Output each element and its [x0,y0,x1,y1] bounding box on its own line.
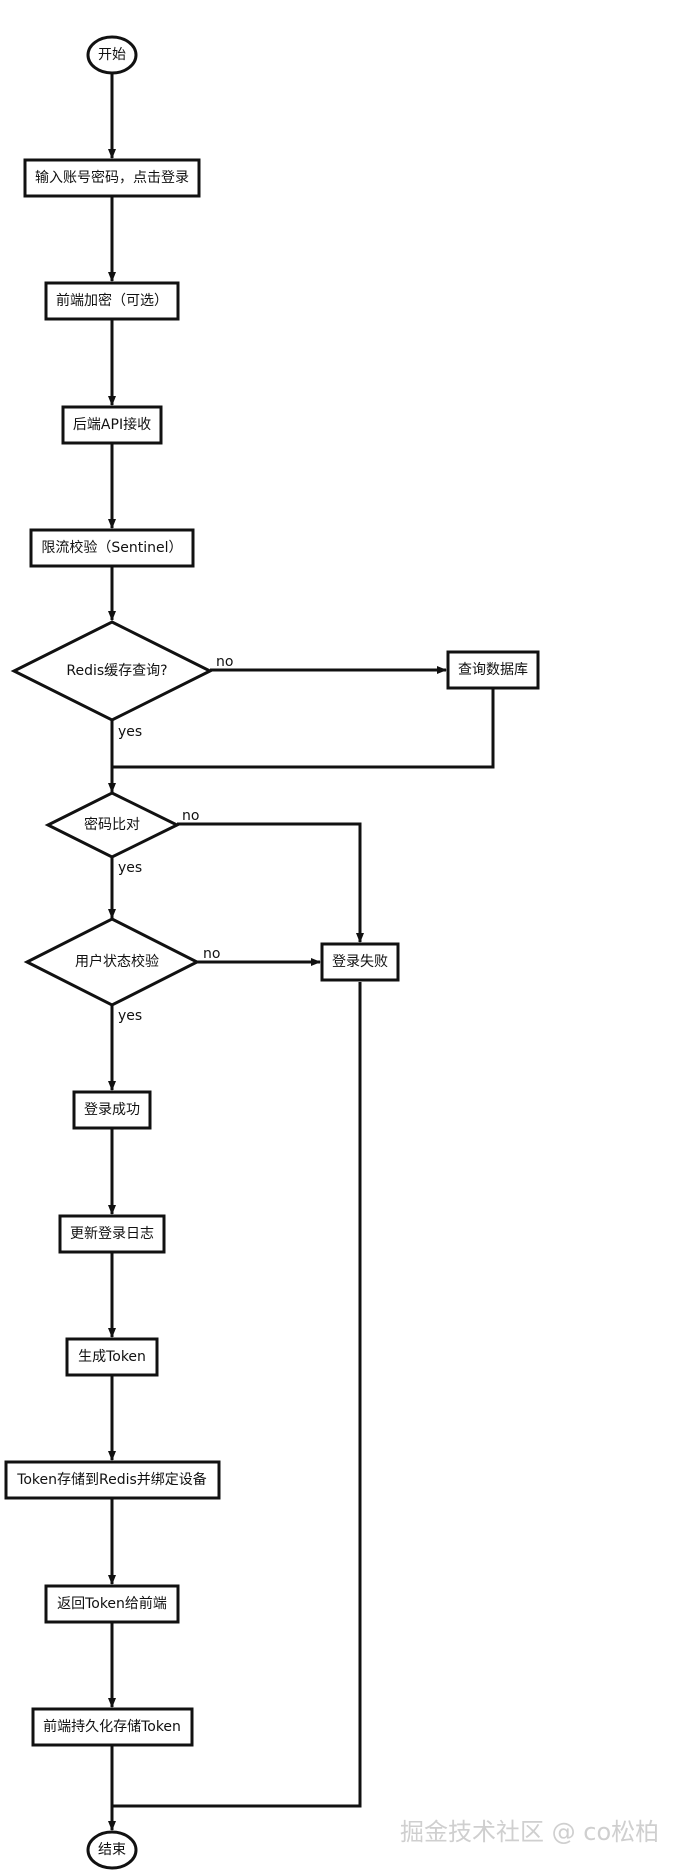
node-start: 开始 [86,35,138,75]
node-ratelimit: 限流校验（Sentinel） [29,528,195,568]
node-return: 返回Token给前端 [44,1584,180,1624]
node-persist: 前端持久化存储Token [31,1707,194,1747]
edge-label-status-yes: yes [118,1008,142,1024]
node-store: Token存储到Redis并绑定设备 [4,1460,221,1500]
node-encrypt: 前端加密（可选） [44,281,180,321]
node-api-label: 后端API接收 [73,416,151,433]
edge-password-no-fail [177,822,364,943]
node-return-label: 返回Token给前端 [57,1595,167,1612]
node-log-label: 更新登录日志 [70,1226,154,1242]
watermark: 掘金技术社区 @ co松柏 [400,1818,660,1846]
node-persist-label: 前端持久化存储Token [43,1718,181,1735]
edge-db-merge [112,688,495,769]
node-start-label: 开始 [98,47,126,63]
edge-label-password-no: no [182,808,199,824]
node-api: 后端API接收 [61,405,163,445]
node-password-label: 密码比对 [84,816,140,833]
node-redis-label: Redis缓存查询? [66,663,167,679]
node-encrypt-label: 前端加密（可选） [56,292,168,309]
node-fail: 登录失败 [320,942,400,982]
node-status-label: 用户状态校验 [75,953,159,970]
node-input: 输入账号密码，点击登录 [23,158,201,198]
node-db: 查询数据库 [446,650,540,690]
node-status-decision: 用户状态校验 [23,917,201,1007]
node-end: 结束 [86,1830,138,1870]
node-success: 登录成功 [72,1090,152,1130]
node-log: 更新登录日志 [58,1214,166,1254]
node-token: 生成Token [65,1337,159,1377]
edge-label-redis-no: no [216,654,233,670]
edge-label-status-no: no [203,946,220,962]
edge-fail-end [112,982,362,1808]
node-fail-label: 登录失败 [332,954,388,970]
node-token-label: 生成Token [78,1349,146,1365]
node-password-decision: 密码比对 [44,791,181,859]
node-input-label: 输入账号密码，点击登录 [35,169,189,186]
node-redis-decision: Redis缓存查询? [10,620,214,722]
edge-label-password-yes: yes [118,860,142,876]
node-db-label: 查询数据库 [458,662,528,678]
node-end-label: 结束 [98,1842,126,1858]
node-store-label: Token存储到Redis并绑定设备 [16,1471,207,1488]
node-ratelimit-label: 限流校验（Sentinel） [41,539,182,556]
node-success-label: 登录成功 [84,1102,140,1118]
edge-label-redis-yes: yes [118,724,142,740]
